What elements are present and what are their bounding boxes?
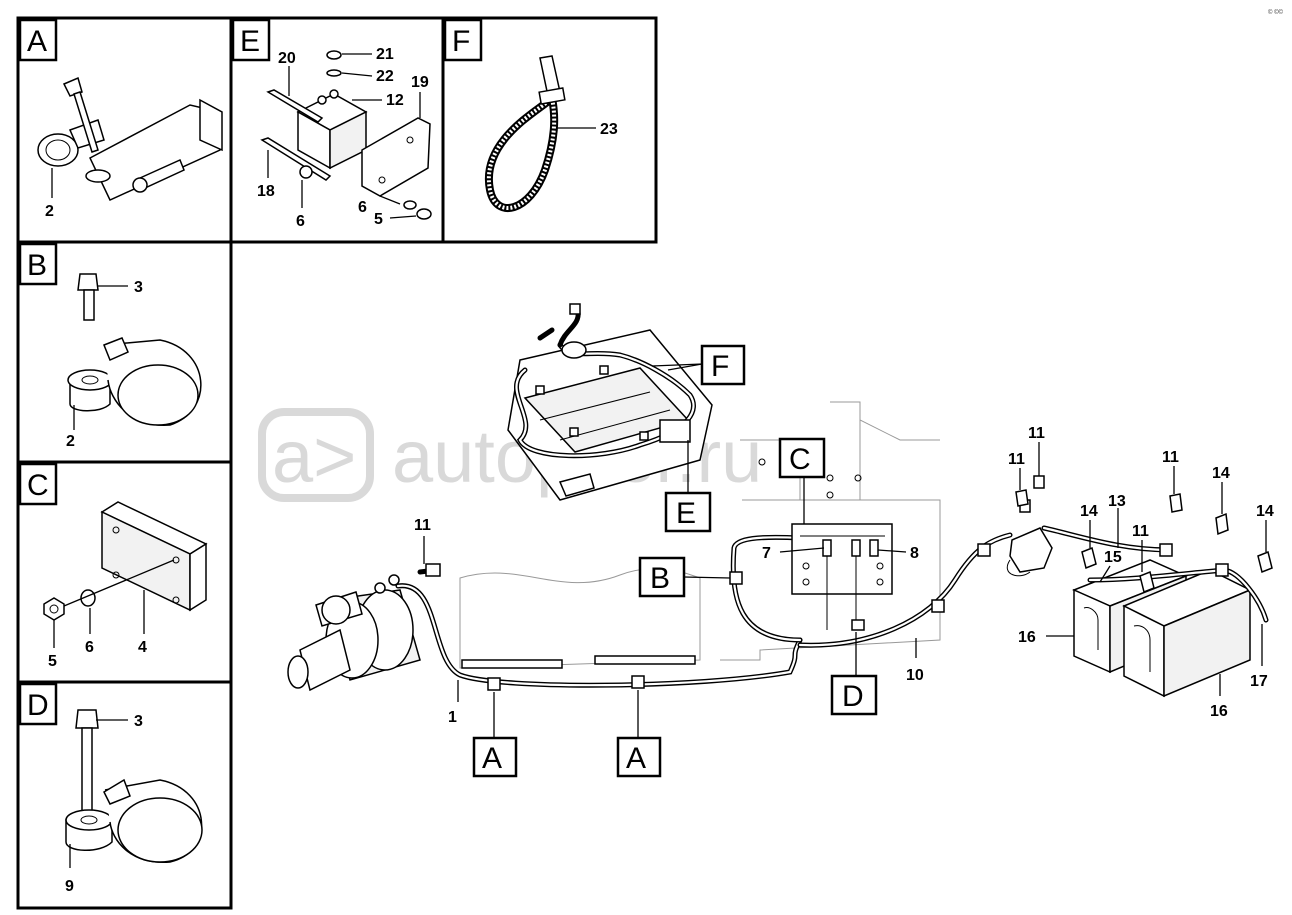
callout-number: 18 (257, 183, 275, 200)
callout-number: 7 (762, 545, 771, 562)
battery-switch (1007, 475, 1053, 577)
control-unit-icon (100, 501, 208, 612)
detail-panel-b: B 3 2 (16, 240, 233, 464)
clamp-icon (65, 778, 203, 863)
callout-number: 14 (1080, 503, 1098, 520)
callout-number: 11 (1008, 451, 1025, 468)
battery-right (1122, 569, 1252, 698)
watermark-logo-frame (258, 408, 374, 502)
callout-number: 3 (134, 713, 143, 730)
main-view: F C E B D A A 11 7 8 1 10 11 (287, 303, 1274, 778)
callout-number: 6 (358, 199, 367, 216)
detail-panel-a: A 2 (16, 16, 233, 244)
battery-cable (395, 563, 803, 691)
callout-tag-e: E (676, 497, 696, 530)
plate-icon (361, 117, 431, 197)
terminal-cap-icon (1015, 489, 1273, 594)
starter-motor (287, 574, 421, 692)
panel-f-tag: F (452, 25, 470, 58)
callout-number: 14 (1256, 503, 1274, 520)
callout-number: 6 (85, 639, 94, 656)
detail-panel-d: D 3 9 (16, 680, 233, 910)
callout-number: 3 (134, 279, 143, 296)
fuse-box (791, 523, 893, 630)
callout-number: 4 (138, 639, 147, 656)
callout-number: 12 (386, 92, 404, 109)
callout-tag-a: A (626, 742, 646, 775)
callout-number: 2 (66, 433, 75, 450)
engine-wiring-harness (514, 303, 696, 459)
callout-number: 16 (1018, 629, 1036, 646)
cable-tie-icon (484, 55, 566, 212)
panel-c-tag: C (27, 469, 49, 502)
callout-tag-a: A (482, 742, 502, 775)
callout-tag-b: B (650, 562, 670, 595)
callout-number: 10 (906, 667, 924, 684)
callout-number: 17 (1250, 673, 1268, 690)
callout-tag-c: C (789, 443, 811, 476)
cable-to-batteries (797, 532, 1013, 648)
detail-panel-f: F 23 (441, 16, 658, 244)
bolt-icon (77, 273, 99, 321)
battery-cables (1041, 525, 1269, 623)
watermark-logo-glyph: a> (272, 415, 356, 498)
callout-number: 2 (45, 203, 54, 220)
panel-a-tag: A (27, 25, 47, 58)
clamp-icon (67, 337, 202, 426)
callout-number: 11 (414, 517, 431, 534)
callout-number: 8 (910, 545, 919, 562)
callout-number: 5 (48, 653, 57, 670)
callout-number: 23 (600, 121, 618, 138)
callout-number: 22 (376, 68, 394, 85)
bracket-icon (85, 98, 223, 201)
callout-tag-f: F (711, 350, 729, 383)
callout-number: 9 (65, 878, 74, 895)
callout-number: 11 (1028, 425, 1045, 442)
detail-panel-e: E 20 21 22 12 (229, 16, 445, 244)
nut-icon (299, 50, 432, 220)
callout-number: 1 (448, 709, 457, 726)
junction-cable (729, 534, 803, 643)
callout-tag-d: D (842, 680, 864, 713)
corner-text: © ©© (1268, 9, 1284, 16)
panel-d-tag: D (27, 689, 49, 722)
bolt-icon (75, 709, 99, 819)
relay-icon (296, 89, 368, 170)
callout-number: 14 (1212, 465, 1230, 482)
nut-icon (43, 589, 96, 621)
callout-number: 13 (1108, 493, 1126, 510)
panel-e-tag: E (240, 25, 260, 58)
callout-number: 15 (1104, 549, 1122, 566)
callout-number: 11 (1132, 523, 1149, 540)
callout-number: 5 (374, 211, 383, 228)
callout-number: 21 (376, 46, 394, 63)
panel-b-tag: B (27, 249, 47, 282)
detail-panel-c: C 5 6 4 (16, 460, 233, 684)
callout-number: 16 (1210, 703, 1228, 720)
bolt-icon (62, 76, 99, 153)
callout-number: 6 (296, 213, 305, 230)
callout-number: 11 (1162, 449, 1179, 466)
callout-number: 19 (411, 74, 429, 91)
callout-number: 20 (278, 50, 296, 67)
